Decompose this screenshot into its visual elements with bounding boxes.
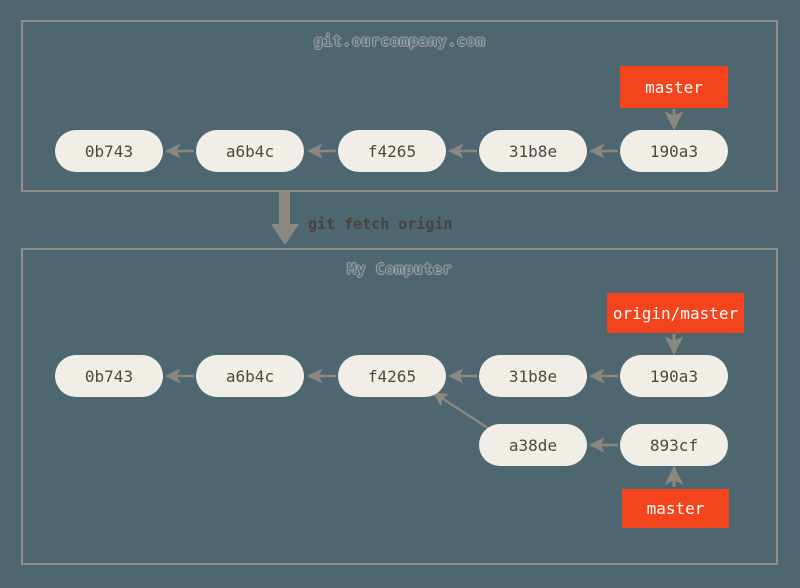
- commit-hash: 0b743: [84, 366, 134, 386]
- commit-hash: 31b8e: [508, 141, 558, 161]
- panel-remote-title: git.ourcompany.com: [313, 32, 486, 50]
- commit-node-893cf-local[interactable]: 893cf: [620, 424, 728, 466]
- commit-node-0b743-local[interactable]: 0b743: [55, 355, 163, 397]
- commit-hash: 0b743: [84, 141, 134, 161]
- commit-node-0b743-remote[interactable]: 0b743: [55, 130, 163, 172]
- commit-node-f4265-local[interactable]: f4265: [338, 355, 446, 397]
- command-label-git-fetch-origin: git fetch origin: [308, 215, 453, 233]
- commit-node-190a3-local[interactable]: 190a3: [620, 355, 728, 397]
- ref-label-text: master: [646, 499, 705, 518]
- git-fetch-transition-arrow: [271, 192, 299, 245]
- ref-label-origin-master[interactable]: origin/master: [607, 293, 744, 333]
- commit-node-190a3-remote[interactable]: 190a3: [620, 130, 728, 172]
- commit-hash: 190a3: [649, 141, 699, 161]
- commit-hash: 31b8e: [508, 366, 558, 386]
- commit-hash: f4265: [367, 141, 417, 161]
- commit-node-f4265-remote[interactable]: f4265: [338, 130, 446, 172]
- commit-node-a38de-local[interactable]: a38de: [479, 424, 587, 466]
- commit-node-a6b4c-remote[interactable]: a6b4c: [196, 130, 304, 172]
- commit-hash: a6b4c: [225, 366, 275, 386]
- ref-label-text: origin/master: [612, 303, 739, 323]
- ref-label-master-remote[interactable]: master: [620, 66, 728, 108]
- commit-node-31b8e-local[interactable]: 31b8e: [479, 355, 587, 397]
- commit-hash: a38de: [508, 435, 558, 455]
- commit-node-31b8e-remote[interactable]: 31b8e: [479, 130, 587, 172]
- commit-hash: 190a3: [649, 366, 699, 386]
- ref-label-master-local[interactable]: master: [622, 489, 729, 528]
- commit-hash: a6b4c: [225, 141, 275, 161]
- commit-hash: 893cf: [649, 435, 699, 455]
- commit-node-a6b4c-local[interactable]: a6b4c: [196, 355, 304, 397]
- commit-hash: f4265: [367, 366, 417, 386]
- ref-label-text: master: [645, 77, 703, 97]
- panel-local-title: My Computer: [347, 260, 452, 278]
